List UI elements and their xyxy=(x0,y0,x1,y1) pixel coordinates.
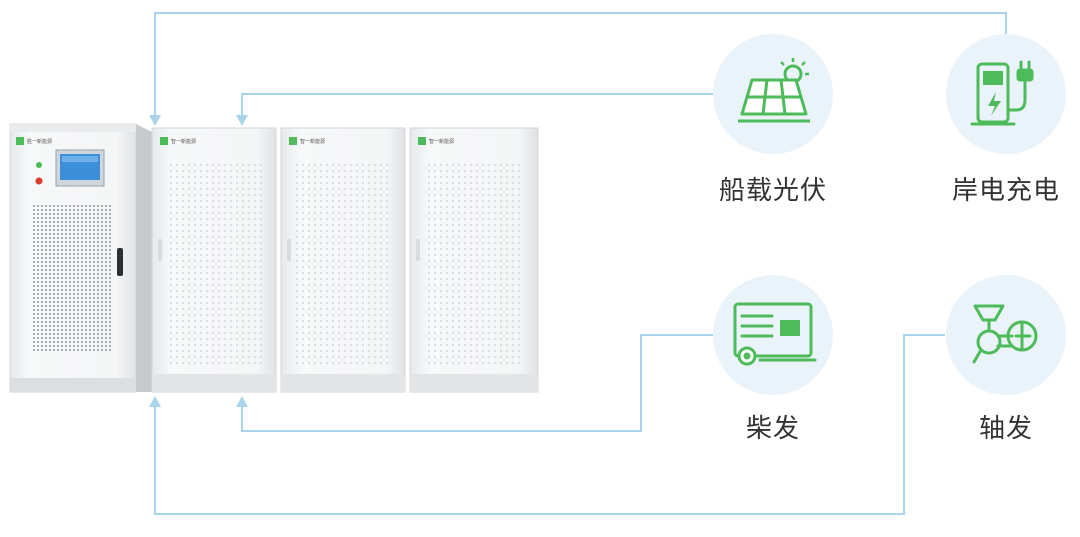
connector-shore-to-cabinet xyxy=(154,12,1007,118)
door-handle xyxy=(117,248,123,276)
shaft-generator-icon xyxy=(972,304,1038,364)
cabinet-logo xyxy=(16,137,24,145)
battery-cabinet: 智一新能源 xyxy=(280,127,406,393)
arrowheads xyxy=(149,115,248,407)
charging-station-icon xyxy=(970,60,1034,126)
generator-icon xyxy=(733,302,817,366)
shore-power-label: 岸电充电 xyxy=(951,176,1060,206)
cabinet-brand-main: 胜一新能源 xyxy=(27,138,52,145)
arrow-up-shaft xyxy=(149,396,161,407)
battery-cabinet: 智一新能源 xyxy=(409,127,539,393)
diesel-generator-label: 柴发 xyxy=(745,414,800,444)
solar-panel-icon xyxy=(738,58,810,123)
arrow-down-solar xyxy=(236,115,248,126)
shaft-node xyxy=(946,275,1066,395)
solar-node xyxy=(713,34,833,154)
solar-label: 船载光伏 xyxy=(718,176,827,206)
control-cabinet: 胜一新能源 xyxy=(9,123,152,393)
ventilation-grille xyxy=(32,204,112,352)
connector-diesel-to-cabinet xyxy=(241,334,713,432)
indicator-light xyxy=(36,162,42,168)
shore-node xyxy=(946,34,1066,154)
emergency-button xyxy=(35,177,43,185)
connector-lines xyxy=(154,12,1007,515)
cabinet-brand-3: 智一新能源 xyxy=(429,138,454,145)
energy-storage-cabinets: 胜一新能源 智一新能源 智一新能源 xyxy=(9,123,539,393)
cabinet-brand-2: 智一新能源 xyxy=(300,138,325,145)
connector-solar-to-cabinet xyxy=(241,93,713,118)
arrow-down-shore xyxy=(149,115,161,126)
diesel-node xyxy=(713,275,833,395)
arrow-up-diesel xyxy=(236,396,248,407)
cabinet-brand-1: 智一新能源 xyxy=(171,138,196,145)
connector-shaft-to-cabinet xyxy=(154,334,945,515)
battery-cabinet: 智一新能源 xyxy=(151,127,277,393)
shaft-generator-label: 轴发 xyxy=(978,414,1033,444)
